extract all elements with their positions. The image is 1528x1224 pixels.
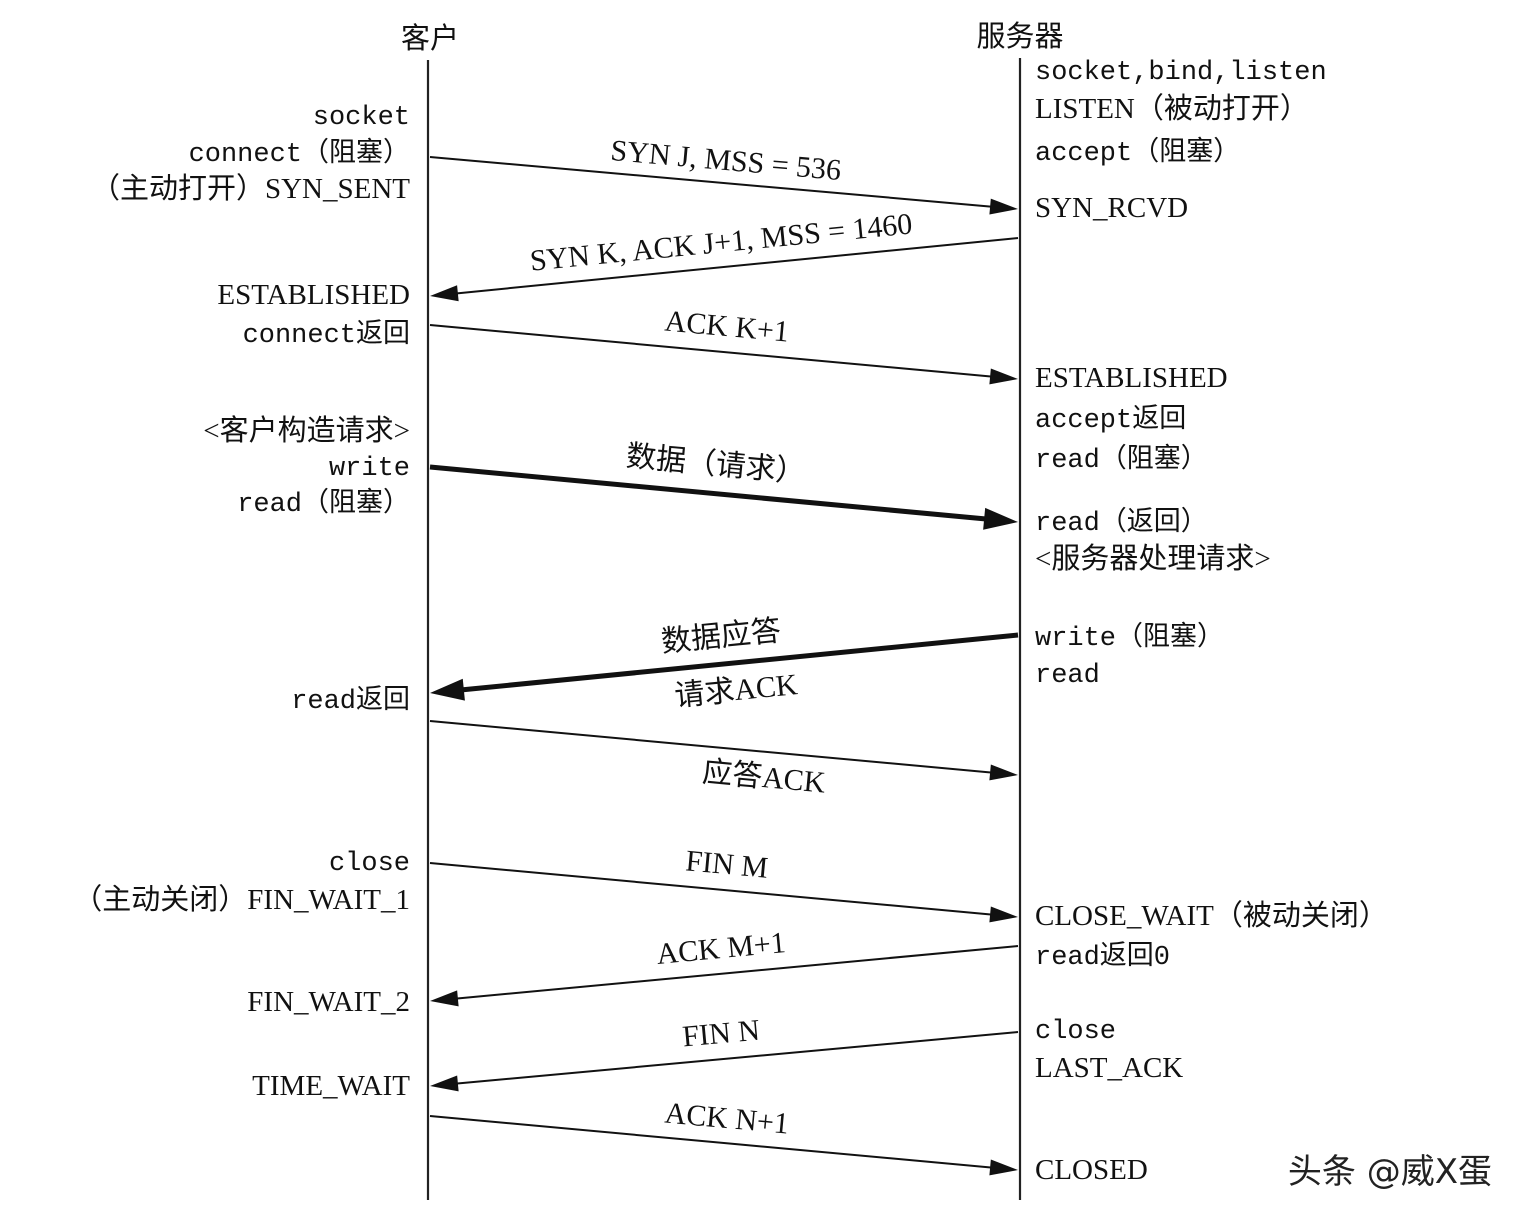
server-header: 服务器 — [976, 19, 1063, 53]
arrow-head — [989, 1159, 1018, 1176]
client-label: write — [329, 454, 410, 484]
message-label: ACK N+1 — [663, 1096, 790, 1140]
client-label: connect返回 — [243, 319, 410, 351]
server-label: ESTABLISHED — [1035, 362, 1228, 394]
client-label: read（阻塞） — [237, 487, 410, 520]
arrow-line — [429, 720, 993, 774]
message-arrow-request — [429, 464, 1018, 530]
arrow-line — [455, 1031, 1019, 1085]
message-arrow-syn — [429, 156, 1018, 215]
arrow-line — [461, 632, 1019, 693]
message-label: 数据（请求） — [625, 440, 807, 489]
server-label: CLOSE_WAIT（被动关闭） — [1035, 899, 1388, 932]
server-label: accept返回 — [1035, 404, 1186, 436]
arrow-head — [430, 285, 459, 302]
arrow-line — [429, 862, 993, 916]
message-arrow-syn-ack — [430, 237, 1019, 302]
arrow-head — [989, 198, 1018, 215]
arrow-head — [989, 368, 1018, 385]
client-label: （主动打开）SYN_SENT — [91, 172, 410, 205]
watermark: 头条 @威X蛋 — [1288, 1152, 1492, 1192]
message-arrow-ack-k1 — [429, 324, 1018, 385]
client-label: ESTABLISHED — [217, 279, 410, 311]
client-label: read返回 — [291, 685, 410, 717]
arrow-head — [989, 906, 1018, 923]
message-label: 请求ACK — [673, 668, 799, 713]
server-label: SYN_RCVD — [1035, 192, 1188, 224]
message-arrow-ack-n1 — [429, 1115, 1018, 1176]
message-label: FIN M — [684, 844, 769, 884]
message-arrow-fin-n — [430, 1031, 1019, 1092]
server-label: write（阻塞） — [1035, 621, 1224, 654]
server-label: LISTEN（被动打开） — [1035, 92, 1309, 125]
arrow-line — [429, 464, 987, 522]
server-label: read — [1035, 661, 1100, 691]
client-label: connect（阻塞） — [189, 137, 410, 170]
client-label: close — [329, 849, 410, 879]
server-label: LAST_ACK — [1035, 1052, 1183, 1084]
client-label: （主动关闭）FIN_WAIT_1 — [73, 883, 410, 916]
server-label: accept（阻塞） — [1035, 136, 1240, 169]
message-label: ACK M+1 — [655, 926, 787, 971]
arrow-head — [989, 764, 1018, 781]
message-arrow-response — [430, 632, 1019, 701]
message-arrow-fin-m — [429, 862, 1018, 923]
arrow-head — [430, 990, 459, 1007]
server-label: read（阻塞） — [1035, 443, 1208, 476]
server-label: read返回0 — [1035, 941, 1170, 973]
message-label: 应答ACK — [701, 756, 827, 800]
client-label: socket — [313, 103, 410, 133]
arrow-line — [455, 237, 1019, 295]
message-label: SYN J, MSS = 536 — [609, 134, 842, 187]
message-arrow-ack-m1 — [430, 945, 1019, 1007]
arrow-head — [430, 678, 465, 701]
message-label: 数据应答 — [660, 614, 783, 659]
server-label: close — [1035, 1017, 1116, 1047]
arrow-line — [455, 945, 1019, 1000]
server-label: read（返回） — [1035, 507, 1208, 539]
arrow-line — [429, 1115, 993, 1169]
server-label: <服务器处理请求> — [1035, 542, 1271, 575]
server-label: socket,bind,listen — [1035, 58, 1327, 88]
arrow-line — [429, 324, 993, 378]
message-arrow-response-ack — [429, 720, 1018, 781]
arrow-head — [430, 1075, 459, 1092]
server-label: CLOSED — [1035, 1154, 1148, 1186]
arrow-line — [429, 156, 993, 208]
client-header: 客户 — [401, 21, 459, 55]
client-label: FIN_WAIT_2 — [247, 986, 410, 1018]
client-label: TIME_WAIT — [252, 1070, 410, 1102]
arrow-head — [983, 507, 1018, 530]
message-label: FIN N — [681, 1014, 761, 1054]
message-label: ACK K+1 — [663, 304, 790, 348]
client-label: <客户构造请求> — [203, 414, 410, 447]
